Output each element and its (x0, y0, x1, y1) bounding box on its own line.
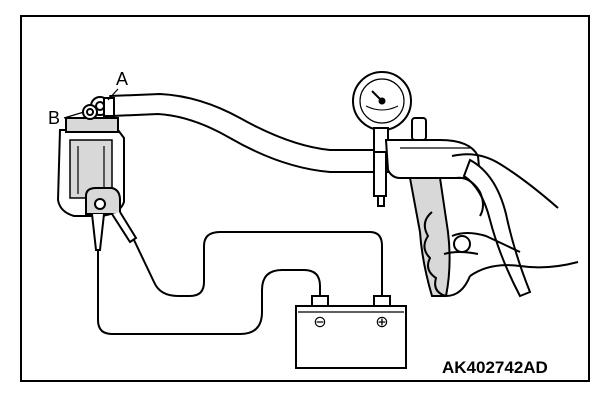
operator-hand (423, 153, 579, 297)
hand-vacuum-pump (352, 71, 532, 298)
battery-negative-terminal (311, 295, 329, 307)
label-a-leader (107, 88, 119, 101)
figure-code: AK402742AD (442, 358, 548, 377)
vacuum-hose (109, 92, 391, 173)
diagram-frame (20, 15, 590, 382)
solenoid-valve (56, 96, 138, 251)
label-b: B (48, 108, 60, 128)
battery-negative-symbol: ⊖ (313, 314, 326, 331)
label-b-leader (63, 111, 85, 119)
label-a: A (116, 69, 128, 89)
battery-positive-terminal (373, 295, 391, 307)
test-leads (97, 231, 383, 335)
battery-positive-symbol: ⊕ (375, 314, 388, 331)
battery (295, 295, 407, 369)
